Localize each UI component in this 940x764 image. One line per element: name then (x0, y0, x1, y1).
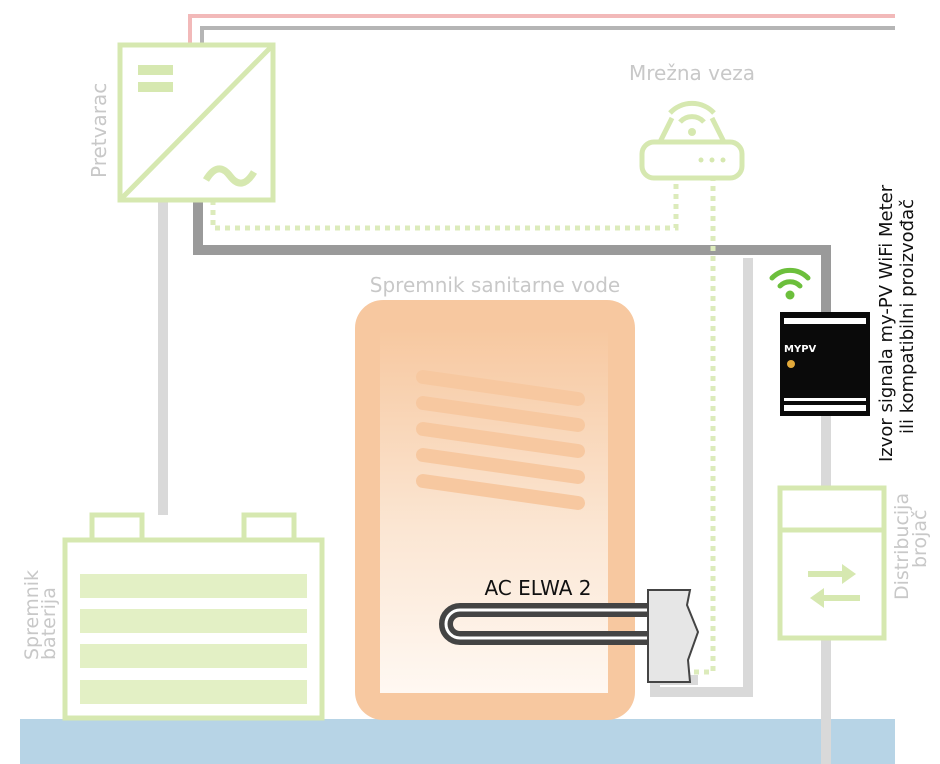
source-label-1: Izvor signala my-PV WiFi Meter (876, 184, 897, 462)
data-line-inverter (210, 178, 679, 231)
device-logo: MYPV (784, 344, 817, 355)
tank-label: Spremnik sanitarne vode (370, 273, 620, 297)
power-line (193, 200, 831, 312)
floor (20, 719, 895, 764)
heater-icon (439, 589, 700, 683)
tank (355, 300, 635, 720)
data-line-heater (673, 178, 716, 675)
ac-line-red (188, 14, 895, 45)
heat-exchanger-coil (416, 370, 585, 510)
source-label-2: ili kompatibilni proizvođač (897, 199, 918, 434)
meter-icon (777, 485, 887, 641)
battery-label-1: Spremnik (21, 570, 43, 660)
network-label: Mrežna veza (629, 61, 755, 85)
meter-label-2: brojač (909, 510, 931, 568)
heater-label: AC ELWA 2 (484, 576, 591, 600)
battery-label-2: baterija (38, 587, 60, 660)
battery-icon (62, 512, 325, 721)
inverter-label: Pretvarac (87, 83, 111, 178)
meter-label-1: Distribucija (891, 493, 913, 600)
device-icon (780, 312, 870, 416)
inverter-icon (117, 42, 276, 203)
router-icon (639, 100, 745, 181)
ac-line-gray (200, 26, 895, 45)
wifi-icon (769, 267, 811, 300)
